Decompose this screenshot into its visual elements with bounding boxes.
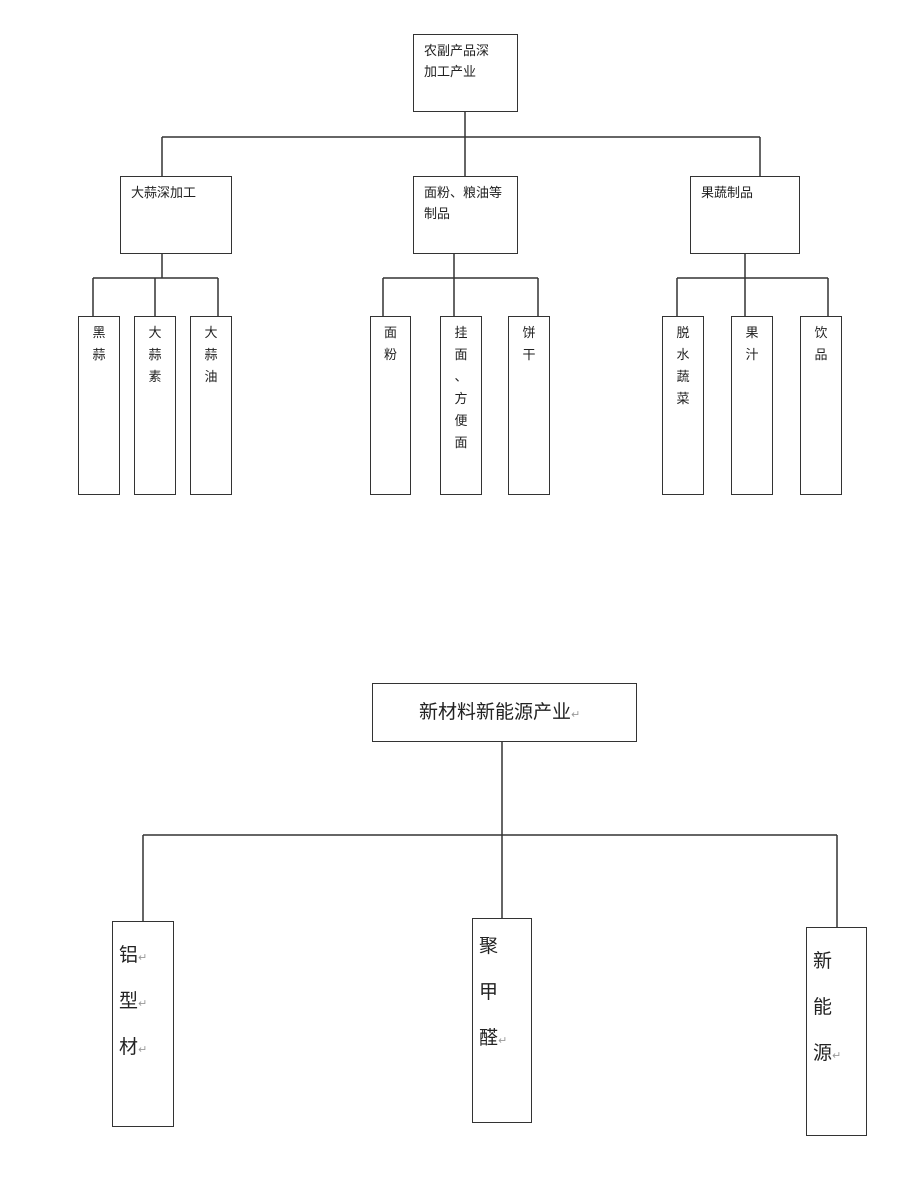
node-label-line: 果蔬制品 xyxy=(701,186,754,201)
leaf-garlic-oil: 大 蒜 油 xyxy=(190,316,232,495)
node-garlic-processing: 大蒜深加工 xyxy=(120,176,232,254)
leaf-char: 面 xyxy=(454,348,468,363)
leaf-char: 素 xyxy=(148,370,162,385)
leaf-char: 甲 xyxy=(479,981,499,1003)
return-mark: ↵ xyxy=(138,1043,148,1056)
leaf-char: 源 xyxy=(813,1042,833,1064)
leaf-char: 大 xyxy=(148,326,162,341)
leaf-char: 黑 xyxy=(92,326,106,341)
node-flour-grain-oil: 面粉、粮油等 制品 xyxy=(413,176,518,254)
leaf-char: 菜 xyxy=(676,392,690,407)
node-label-line: 面粉、粮油等 xyxy=(424,186,503,201)
leaf-char: 饼 xyxy=(522,326,536,341)
leaf-char: 便 xyxy=(454,414,468,429)
leaf-char: 粉 xyxy=(383,348,397,363)
return-mark: ↵ xyxy=(571,708,581,721)
return-mark: ↵ xyxy=(498,1034,508,1047)
leaf-char: 蒜 xyxy=(204,348,218,363)
leaf-char: 蒜 xyxy=(148,348,162,363)
leaf-dehydrated-veg: 脱 水 蔬 菜 xyxy=(662,316,704,495)
leaf-noodles: 挂 面 、 方 便 面 xyxy=(440,316,482,495)
leaf-char: 新 xyxy=(813,950,833,972)
leaf-char: 挂 xyxy=(454,326,468,341)
leaf-char: 材 xyxy=(119,1036,139,1058)
leaf-char: 醛 xyxy=(479,1027,499,1049)
leaf-char: 方 xyxy=(454,392,468,407)
leaf-polyformaldehyde: 聚 甲 醛↵ xyxy=(472,918,532,1123)
leaf-char: 铝 xyxy=(119,944,139,966)
return-mark: ↵ xyxy=(138,951,148,964)
leaf-black-garlic: 黑 蒜 xyxy=(78,316,120,495)
leaf-char: 水 xyxy=(676,348,690,363)
leaf-char: 型 xyxy=(119,990,139,1012)
leaf-char: 、 xyxy=(454,370,468,385)
leaf-aluminum-profiles: 铝↵ 型↵ 材↵ xyxy=(112,921,174,1127)
leaf-beverages: 饮 品 xyxy=(800,316,842,495)
return-mark: ↵ xyxy=(832,1049,842,1062)
leaf-char: 蒜 xyxy=(92,348,106,363)
leaf-char: 果 xyxy=(745,326,759,341)
leaf-flour: 面 粉 xyxy=(370,316,411,495)
leaf-char: 面 xyxy=(454,436,468,451)
node-label-line: 农副产品深 xyxy=(424,44,490,59)
node-label-line: 制品 xyxy=(424,207,451,222)
node-label-line: 加工产业 xyxy=(424,65,477,80)
leaf-char: 蔬 xyxy=(676,370,690,385)
leaf-char: 饮 xyxy=(814,326,828,341)
root-node-agri-processing: 农副产品深 加工产业 xyxy=(413,34,518,112)
leaf-juice: 果 汁 xyxy=(731,316,773,495)
leaf-char: 汁 xyxy=(745,348,759,363)
leaf-char: 大 xyxy=(204,326,218,341)
leaf-char: 油 xyxy=(204,370,218,385)
root-node-new-materials-energy: 新材料新能源产业↵ xyxy=(372,683,637,742)
node-fruit-veg-products: 果蔬制品 xyxy=(690,176,800,254)
leaf-allicin: 大 蒜 素 xyxy=(134,316,176,495)
leaf-char: 聚 xyxy=(479,935,499,957)
leaf-char: 品 xyxy=(814,348,828,363)
leaf-char: 面 xyxy=(383,326,397,341)
leaf-biscuits: 饼 干 xyxy=(508,316,550,495)
node-label: 新材料新能源产业 xyxy=(419,701,572,723)
leaf-new-energy: 新 能 源↵ xyxy=(806,927,867,1136)
leaf-char: 能 xyxy=(813,996,833,1018)
leaf-char: 干 xyxy=(522,348,536,363)
leaf-char: 脱 xyxy=(676,326,690,341)
return-mark: ↵ xyxy=(138,997,148,1010)
node-label-line: 大蒜深加工 xyxy=(131,186,197,201)
